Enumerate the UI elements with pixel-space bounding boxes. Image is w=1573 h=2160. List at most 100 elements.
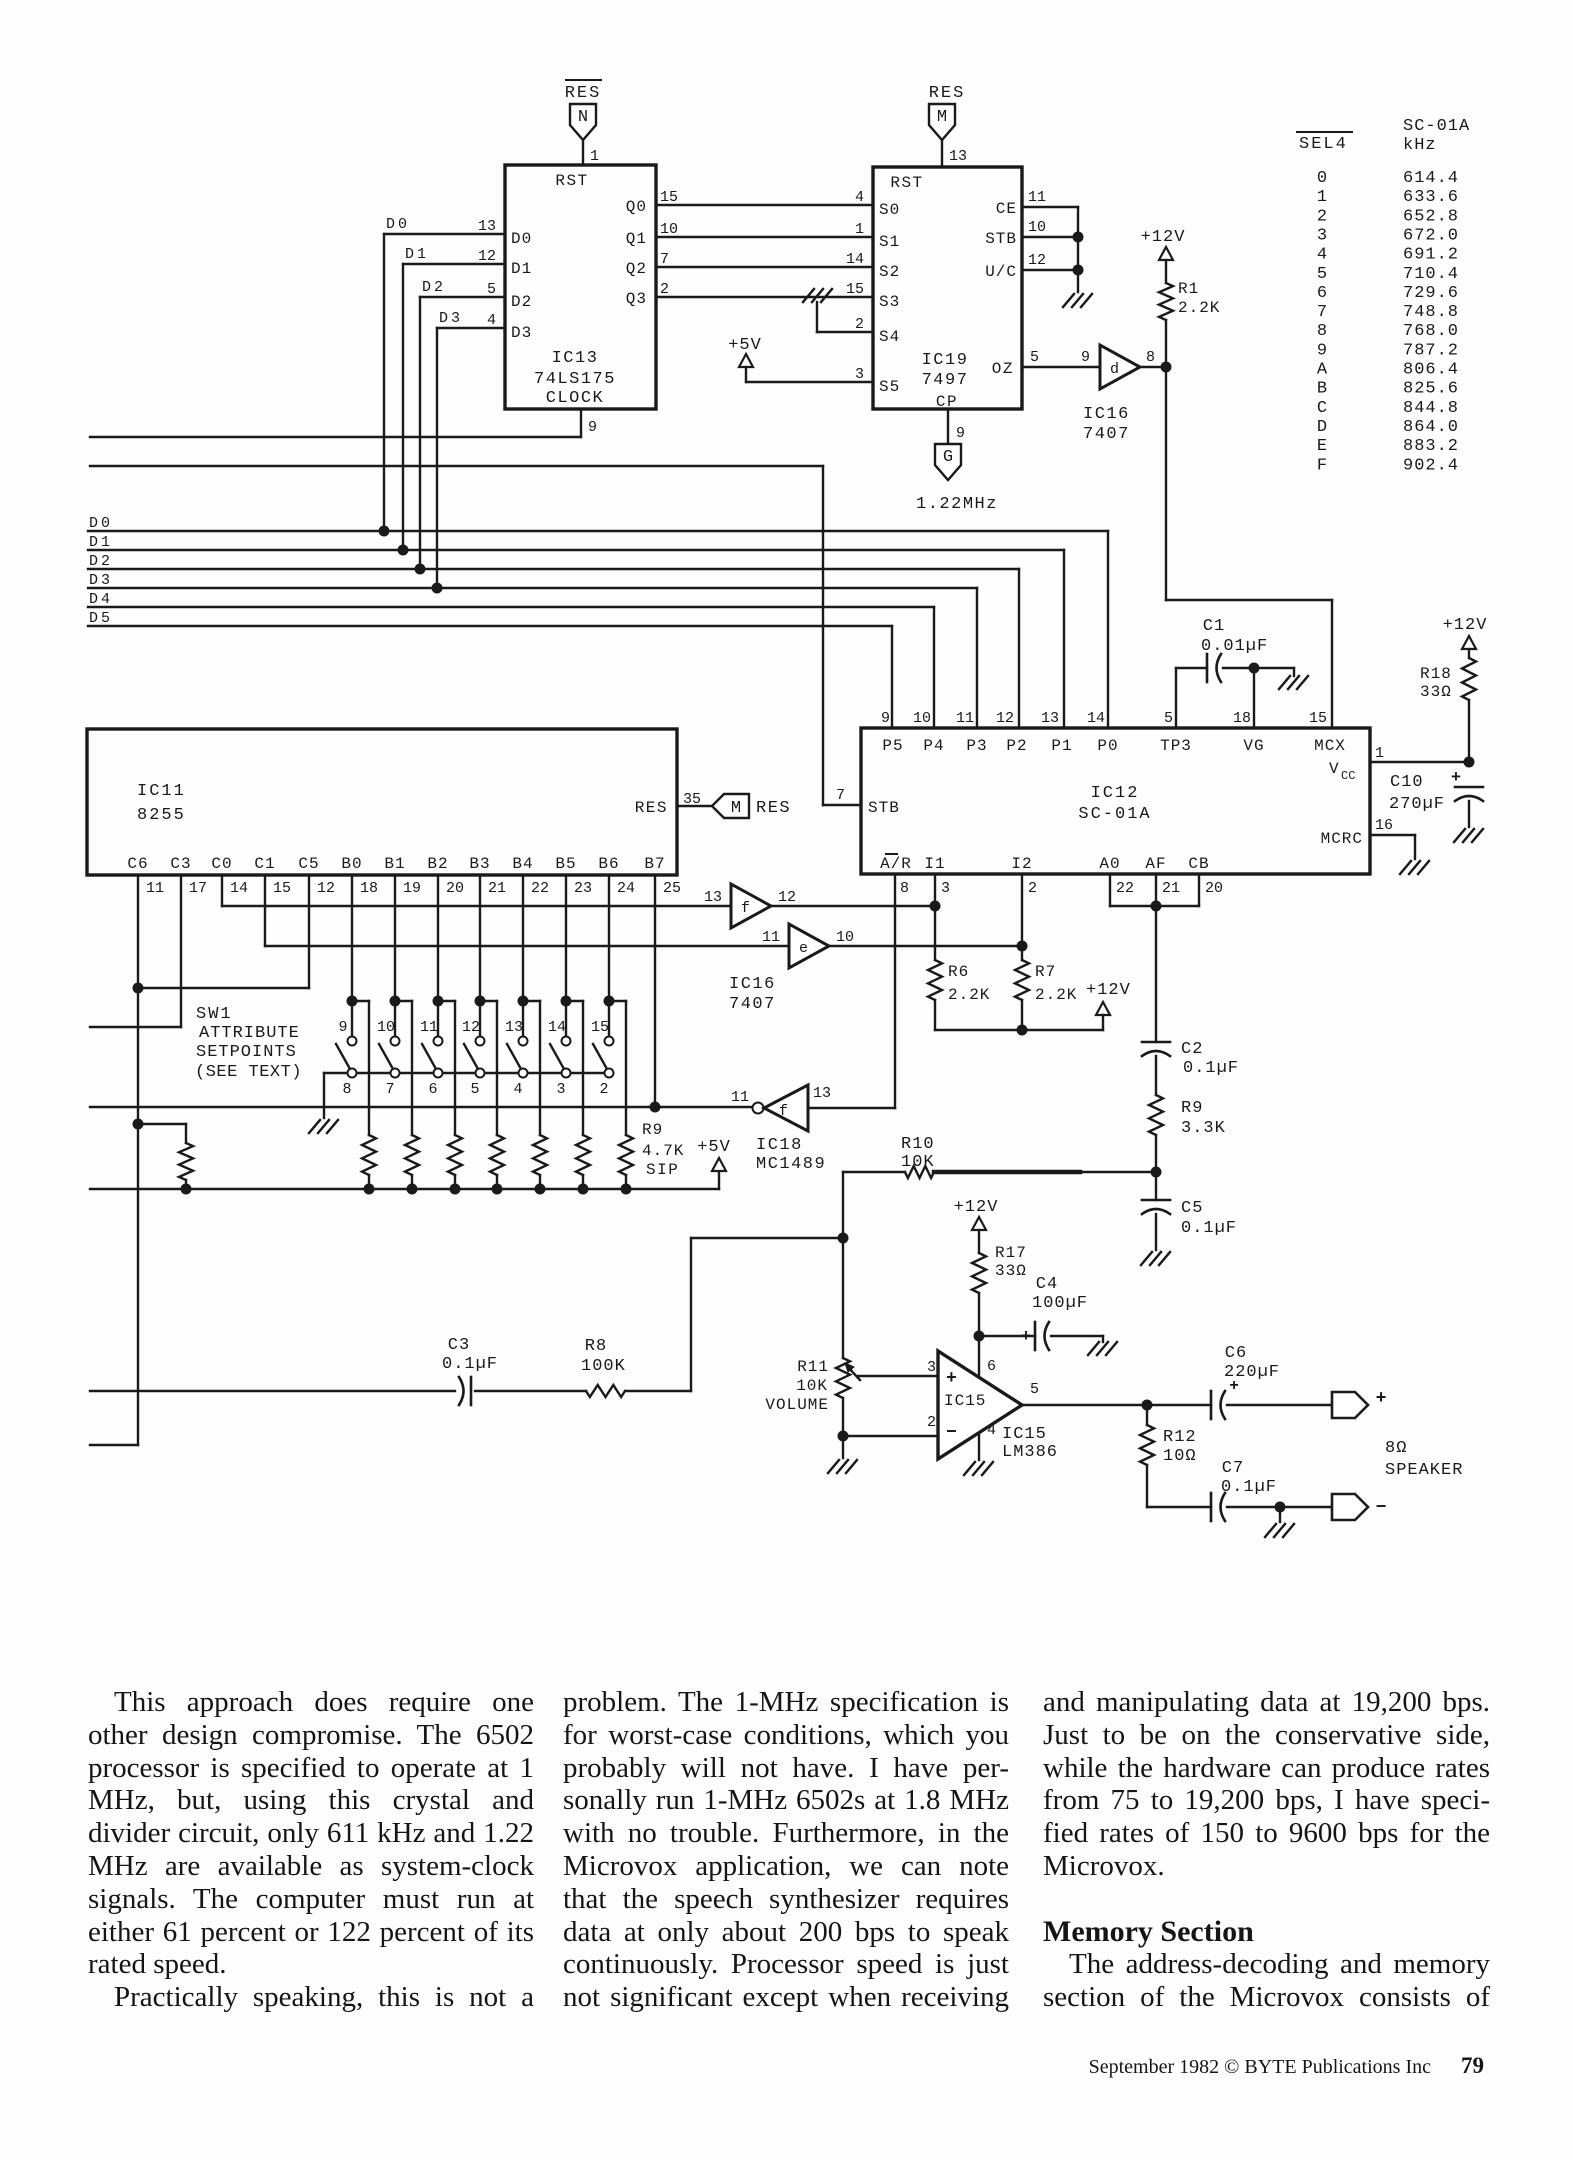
svg-text:B6: B6 <box>598 855 619 873</box>
svg-text:CE: CE <box>996 200 1017 218</box>
svg-text:11: 11 <box>1028 189 1046 206</box>
svg-text:15: 15 <box>591 1019 609 1036</box>
svg-text:AF: AF <box>1145 855 1166 873</box>
svg-text:R9: R9 <box>642 1121 663 1139</box>
svg-text:D: D <box>1317 418 1327 437</box>
svg-text:RES: RES <box>565 84 602 103</box>
svg-text:7: 7 <box>1317 303 1327 322</box>
svg-text:6: 6 <box>1317 284 1327 303</box>
svg-text:D2: D2 <box>422 279 446 296</box>
svg-text:B1: B1 <box>384 855 405 873</box>
svg-text:25: 25 <box>663 880 681 897</box>
svg-text:R10: R10 <box>901 1135 935 1154</box>
svg-text:270µF: 270µF <box>1389 795 1445 814</box>
svg-text:12: 12 <box>996 710 1014 727</box>
svg-text:S2: S2 <box>879 263 900 281</box>
svg-text:SC-01A: SC-01A <box>1078 805 1151 824</box>
svg-text:IC15: IC15 <box>1002 1425 1047 1444</box>
svg-text:N: N <box>578 108 588 127</box>
svg-text:R1: R1 <box>1178 280 1199 298</box>
svg-text:CLOCK: CLOCK <box>546 389 605 408</box>
svg-text:RES: RES <box>756 799 791 818</box>
svg-text:15: 15 <box>846 281 864 298</box>
svg-text:220µF: 220µF <box>1224 1363 1280 1382</box>
svg-text:15: 15 <box>1309 710 1327 727</box>
svg-text:IC16: IC16 <box>729 975 776 994</box>
svg-text:11: 11 <box>146 880 164 897</box>
svg-text:C6: C6 <box>1225 1344 1247 1363</box>
svg-text:14: 14 <box>230 880 248 897</box>
svg-text:C7: C7 <box>1222 1459 1244 1478</box>
svg-text:11: 11 <box>420 1019 438 1036</box>
svg-text:C3: C3 <box>170 855 191 873</box>
svg-text:D5: D5 <box>89 610 113 627</box>
svg-text:652.8: 652.8 <box>1403 207 1459 226</box>
svg-text:7407: 7407 <box>729 995 776 1014</box>
svg-text:C3: C3 <box>448 1336 470 1355</box>
svg-text:P3: P3 <box>966 737 987 755</box>
svg-text:IC16: IC16 <box>1083 405 1130 424</box>
svg-text:2: 2 <box>660 281 669 298</box>
svg-text:15: 15 <box>273 880 291 897</box>
svg-text:D2: D2 <box>511 293 532 311</box>
svg-text:STB: STB <box>985 230 1017 248</box>
svg-text:+: + <box>1229 1377 1239 1395</box>
svg-text:14: 14 <box>1087 710 1105 727</box>
svg-text:S0: S0 <box>879 201 900 219</box>
svg-text:2: 2 <box>855 316 864 333</box>
svg-text:+12V: +12V <box>954 1198 999 1217</box>
svg-text:+12V: +12V <box>1141 228 1186 247</box>
svg-text:787.2: 787.2 <box>1403 341 1459 360</box>
svg-text:Q1: Q1 <box>626 230 647 248</box>
svg-text:0.01µF: 0.01µF <box>1201 637 1268 656</box>
svg-text:7497: 7497 <box>922 371 969 390</box>
svg-text:13: 13 <box>813 1085 831 1102</box>
svg-text:10K: 10K <box>796 1377 828 1395</box>
svg-text:LM386: LM386 <box>1002 1443 1058 1462</box>
svg-text:13: 13 <box>1041 710 1059 727</box>
svg-text:4.7K: 4.7K <box>642 1142 684 1160</box>
svg-text:10: 10 <box>836 929 854 946</box>
svg-text:12: 12 <box>478 248 496 265</box>
svg-text:0: 0 <box>1317 169 1327 188</box>
svg-text:710.4: 710.4 <box>1403 265 1459 284</box>
svg-text:13: 13 <box>704 889 722 906</box>
svg-text:+: + <box>1021 1328 1031 1347</box>
svg-text:13: 13 <box>478 218 496 235</box>
svg-text:IC11: IC11 <box>137 782 186 801</box>
svg-text:D0: D0 <box>386 216 410 233</box>
svg-text:D1: D1 <box>89 534 113 551</box>
svg-text:f: f <box>741 900 750 917</box>
svg-text:8: 8 <box>1146 349 1155 366</box>
svg-text:10: 10 <box>660 221 678 238</box>
svg-text:0.1µF: 0.1µF <box>1183 1059 1239 1078</box>
svg-text:16: 16 <box>1375 817 1393 834</box>
svg-text:3: 3 <box>941 880 950 897</box>
svg-text:2: 2 <box>1317 207 1327 226</box>
svg-text:RES: RES <box>929 84 966 103</box>
svg-text:C1: C1 <box>1203 617 1225 636</box>
svg-text:17: 17 <box>189 880 207 897</box>
svg-text:1.22MHz: 1.22MHz <box>916 495 998 514</box>
svg-text:1: 1 <box>1317 188 1327 207</box>
svg-text:−: − <box>1376 1498 1387 1518</box>
svg-text:1: 1 <box>855 221 864 238</box>
svg-text:5: 5 <box>1317 265 1327 284</box>
svg-text:729.6: 729.6 <box>1403 284 1459 303</box>
svg-text:+5V: +5V <box>728 336 762 355</box>
svg-text:35: 35 <box>683 791 701 808</box>
svg-text:5: 5 <box>487 281 496 298</box>
svg-text:1: 1 <box>590 148 599 165</box>
svg-text:614.4: 614.4 <box>1403 169 1459 188</box>
svg-text:8255: 8255 <box>137 806 186 825</box>
svg-text:d: d <box>1110 361 1119 378</box>
svg-text:C5: C5 <box>1181 1199 1203 1218</box>
svg-text:SC-01A: SC-01A <box>1403 117 1470 136</box>
svg-text:e: e <box>799 940 808 957</box>
svg-text:R7: R7 <box>1035 963 1056 981</box>
svg-text:R6: R6 <box>948 963 969 981</box>
svg-text:0.1µF: 0.1µF <box>442 1355 498 1374</box>
svg-text:0.1µF: 0.1µF <box>1181 1219 1237 1238</box>
svg-text:C2: C2 <box>1181 1040 1203 1059</box>
svg-text:V: V <box>1329 760 1339 778</box>
